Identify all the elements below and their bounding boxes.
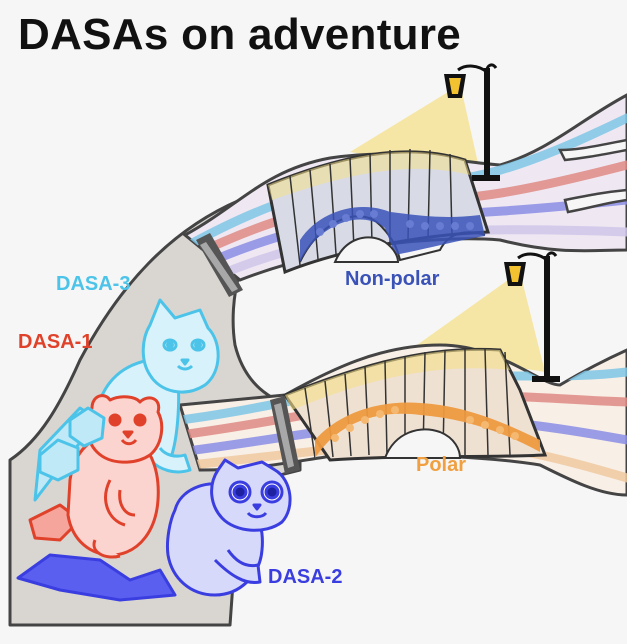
lower-bridge	[285, 349, 545, 460]
label-nonpolar: Non-polar	[345, 268, 439, 291]
label-polar: Polar	[416, 454, 466, 477]
label-dasa2: DASA-2	[268, 566, 342, 589]
label-dasa3: DASA-3	[56, 273, 130, 296]
label-dasa1: DASA-1	[18, 331, 92, 354]
page-title: DASAs on adventure	[18, 10, 461, 60]
